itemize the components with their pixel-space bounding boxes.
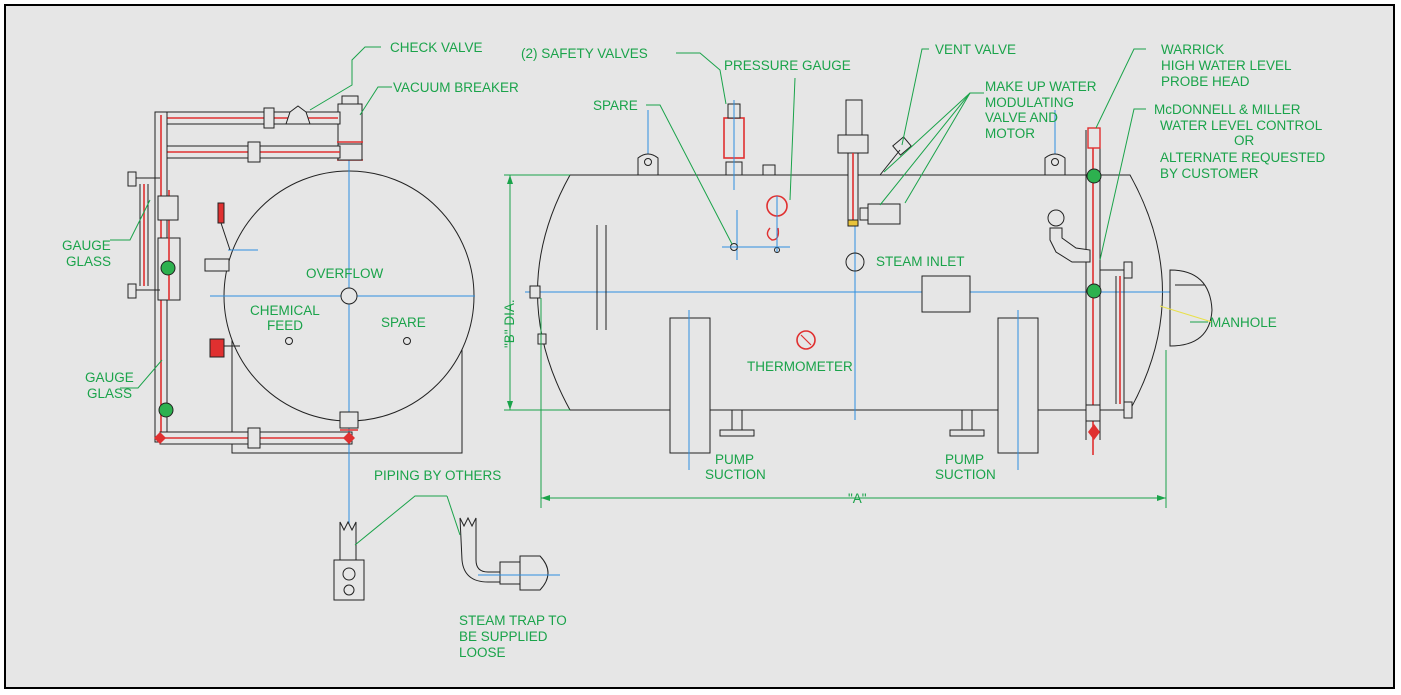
pipe-stub-left bbox=[339, 520, 357, 561]
steam-inlet-label: STEAM INLET bbox=[876, 254, 965, 269]
leader-lines bbox=[110, 46, 1208, 546]
lifting-lug-right bbox=[1044, 153, 1066, 176]
mcdonnell-label-line3: OR bbox=[1234, 133, 1255, 148]
pump-suction-right-label-line1: PUMP bbox=[945, 452, 984, 467]
gauge-glass-top-label-line2: GLASS bbox=[66, 254, 111, 269]
steam-inlet bbox=[845, 252, 865, 272]
gauge-glass-bottom-label-line2: GLASS bbox=[87, 386, 132, 401]
chemical-feed-label-line1: CHEMICAL bbox=[250, 303, 320, 318]
end-red-handle bbox=[217, 202, 225, 224]
pump-suction-left bbox=[719, 429, 755, 437]
steam-trap bbox=[519, 555, 549, 591]
safety-valves-label: (2) SAFETY VALVES bbox=[521, 46, 648, 61]
warrick-label-line3: PROBE HEAD bbox=[1161, 74, 1250, 89]
mcdonnell-label-line2: WATER LEVEL CONTROL bbox=[1160, 118, 1323, 133]
chemical-feed-label-line2: FEED bbox=[267, 318, 303, 333]
end-side-nozzle bbox=[204, 258, 230, 272]
steam-trap-label-line3: LOOSE bbox=[459, 645, 506, 660]
gauge-glass-valve-bottom bbox=[158, 402, 174, 418]
gauge-glass-bottom-label-line1: GAUGE bbox=[85, 370, 134, 385]
level-valve-top bbox=[1086, 168, 1102, 184]
mcdonnell-label-line4: ALTERNATE REQUESTED bbox=[1160, 150, 1326, 165]
vacuum-breaker bbox=[337, 103, 363, 145]
warrick-label-line1: WARRICK bbox=[1161, 42, 1224, 57]
spare-port-end bbox=[403, 337, 411, 345]
makeup-label-line2: MODULATING bbox=[985, 95, 1074, 110]
end-view bbox=[127, 95, 560, 601]
pump-suction-right-label-line2: SUCTION bbox=[935, 467, 996, 482]
dim-a-label: "A" bbox=[848, 491, 867, 506]
pump-suction-left-label-line1: PUMP bbox=[715, 452, 754, 467]
makeup-label-line4: MOTOR bbox=[985, 126, 1035, 141]
steam-trap-label-line2: BE SUPPLIED bbox=[459, 629, 548, 644]
mcdonnell-label-line1: McDONNELL & MILLER bbox=[1154, 102, 1301, 117]
steam-trap-label-line1: STEAM TRAP TO bbox=[459, 613, 567, 628]
warrick-probe-head bbox=[1087, 127, 1101, 149]
check-valve-label: CHECK VALVE bbox=[390, 40, 483, 55]
vent-valve bbox=[837, 134, 869, 154]
makeup-label-line1: MAKE UP WATER bbox=[985, 79, 1097, 94]
labels: CHECK VALVE VACUUM BREAKER GAUGE GLASS G… bbox=[62, 40, 1326, 660]
thermometer-label: THERMOMETER bbox=[747, 359, 853, 374]
spare-end-label: SPARE bbox=[381, 315, 426, 330]
check-valve bbox=[285, 105, 311, 125]
chemical-feed-port bbox=[285, 337, 293, 345]
manhole bbox=[1169, 269, 1213, 347]
gauge-glass-valve-top bbox=[160, 260, 176, 276]
makeup-label-line3: VALVE AND bbox=[985, 110, 1058, 125]
chemical-feed-valve bbox=[209, 338, 225, 358]
pipe-stub-right bbox=[459, 516, 501, 583]
side-view bbox=[504, 99, 1213, 508]
manhole-label: MANHOLE bbox=[1210, 315, 1277, 330]
level-control-head bbox=[1047, 209, 1065, 227]
overflow-port bbox=[340, 287, 358, 305]
dim-b-label: "B" DIA. bbox=[502, 299, 517, 348]
level-control-body bbox=[1049, 227, 1091, 263]
vacuum-breaker-label: VACUUM BREAKER bbox=[393, 80, 519, 95]
piping-by-others-label: PIPING BY OTHERS bbox=[374, 468, 501, 483]
level-valve-mid bbox=[1086, 283, 1102, 299]
lifting-lug-left bbox=[637, 153, 659, 176]
pump-suction-right bbox=[949, 429, 985, 437]
overflow-label: OVERFLOW bbox=[306, 266, 384, 281]
pump-suction-left-label-line2: SUCTION bbox=[705, 467, 766, 482]
makeup-motor bbox=[867, 203, 901, 225]
vent-valve-label: VENT VALVE bbox=[935, 42, 1016, 57]
spare-side-label: SPARE bbox=[593, 98, 638, 113]
mcdonnell-label-line5: BY CUSTOMER bbox=[1160, 166, 1259, 181]
inspection-panel bbox=[921, 275, 971, 313]
warrick-label-line2: HIGH WATER LEVEL bbox=[1161, 58, 1292, 73]
pressure-gauge-label: PRESSURE GAUGE bbox=[724, 58, 851, 73]
gauge-glass-top-label-line1: GAUGE bbox=[62, 238, 111, 253]
saddle-left bbox=[669, 317, 711, 454]
